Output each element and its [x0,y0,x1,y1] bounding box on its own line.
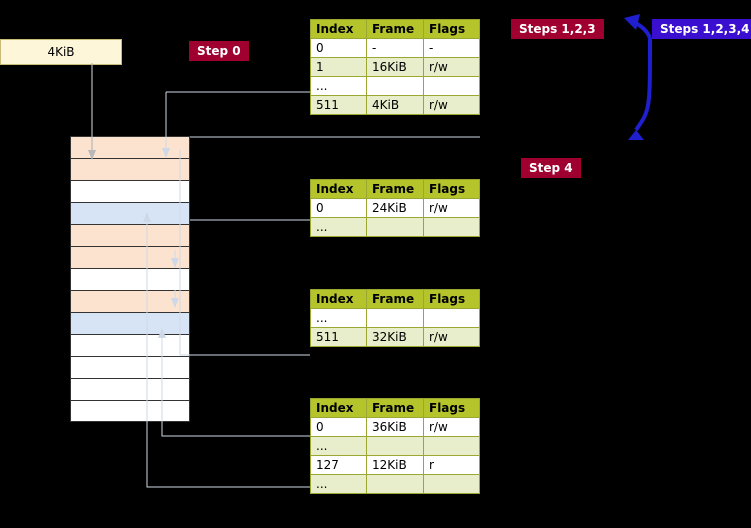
column-header-index: Index [310,289,367,309]
cell-flags [423,308,480,328]
cell-flags: r [423,455,480,475]
memory-frame-row [70,312,190,334]
memory-frame-row [70,180,190,202]
cell-frame [366,436,424,456]
table-row: ... [310,76,480,96]
frame-size-label: 4KiB [47,45,75,59]
cell-frame: 16KiB [366,57,424,77]
column-header-flags: Flags [423,179,480,199]
column-header-flags: Flags [423,19,480,39]
cell-index: 0 [310,417,367,437]
memory-frame-row [70,378,190,400]
table-row: ... [310,436,480,456]
cell-flags [423,76,480,96]
table-row: ... [310,308,480,328]
cell-frame [366,308,424,328]
cell-flags: - [423,38,480,58]
column-header-frame: Frame [366,398,424,418]
memory-frame-row [70,246,190,268]
cell-flags: r/w [423,417,480,437]
column-header-index: Index [310,398,367,418]
cell-index: 127 [310,455,367,475]
memory-frame-row [70,268,190,290]
frame-size-box: 4KiB [0,39,122,65]
table-row: 0-- [310,38,480,58]
cell-frame: 24KiB [366,198,424,218]
column-header-flags: Flags [423,289,480,309]
cell-flags: r/w [423,198,480,218]
cell-index: ... [310,76,367,96]
column-header-frame: Frame [366,289,424,309]
cell-index: ... [310,217,367,237]
cell-frame: 32KiB [366,327,424,347]
cell-frame: 36KiB [366,417,424,437]
cell-index: 0 [310,38,367,58]
memory-frame-row [70,136,190,158]
cell-flags [423,436,480,456]
cell-index: ... [310,308,367,328]
cell-frame: 4KiB [366,95,424,115]
column-header-frame: Frame [366,19,424,39]
cell-flags [423,217,480,237]
memory-frame-row [70,334,190,356]
memory-frame-row [70,224,190,246]
cell-index: 1 [310,57,367,77]
memory-frame-column [70,136,190,422]
memory-frame-row [70,158,190,180]
steps-1234-label: Steps 1,2,3,4 [652,19,751,39]
cell-index: 511 [310,327,367,347]
cell-flags: r/w [423,327,480,347]
column-header-frame: Frame [366,179,424,199]
column-header-index: Index [310,179,367,199]
cell-flags [423,474,480,494]
cell-frame [366,474,424,494]
cell-index: 0 [310,198,367,218]
column-header-index: Index [310,19,367,39]
cell-frame: - [366,38,424,58]
step-0-label: Step 0 [189,41,249,61]
memory-frame-row [70,356,190,378]
cell-frame [366,76,424,96]
cell-frame [366,217,424,237]
cell-index: 511 [310,95,367,115]
steps-123-label: Steps 1,2,3 [511,19,604,39]
cell-index: ... [310,436,367,456]
cell-flags: r/w [423,57,480,77]
cell-frame: 12KiB [366,455,424,475]
table-row: ... [310,217,480,237]
step-4-label: Step 4 [521,158,581,178]
memory-frame-row [70,400,190,422]
column-header-flags: Flags [423,398,480,418]
cell-index: ... [310,474,367,494]
memory-frame-row [70,290,190,312]
cell-flags: r/w [423,95,480,115]
memory-frame-row [70,202,190,224]
table-row: ... [310,474,480,494]
